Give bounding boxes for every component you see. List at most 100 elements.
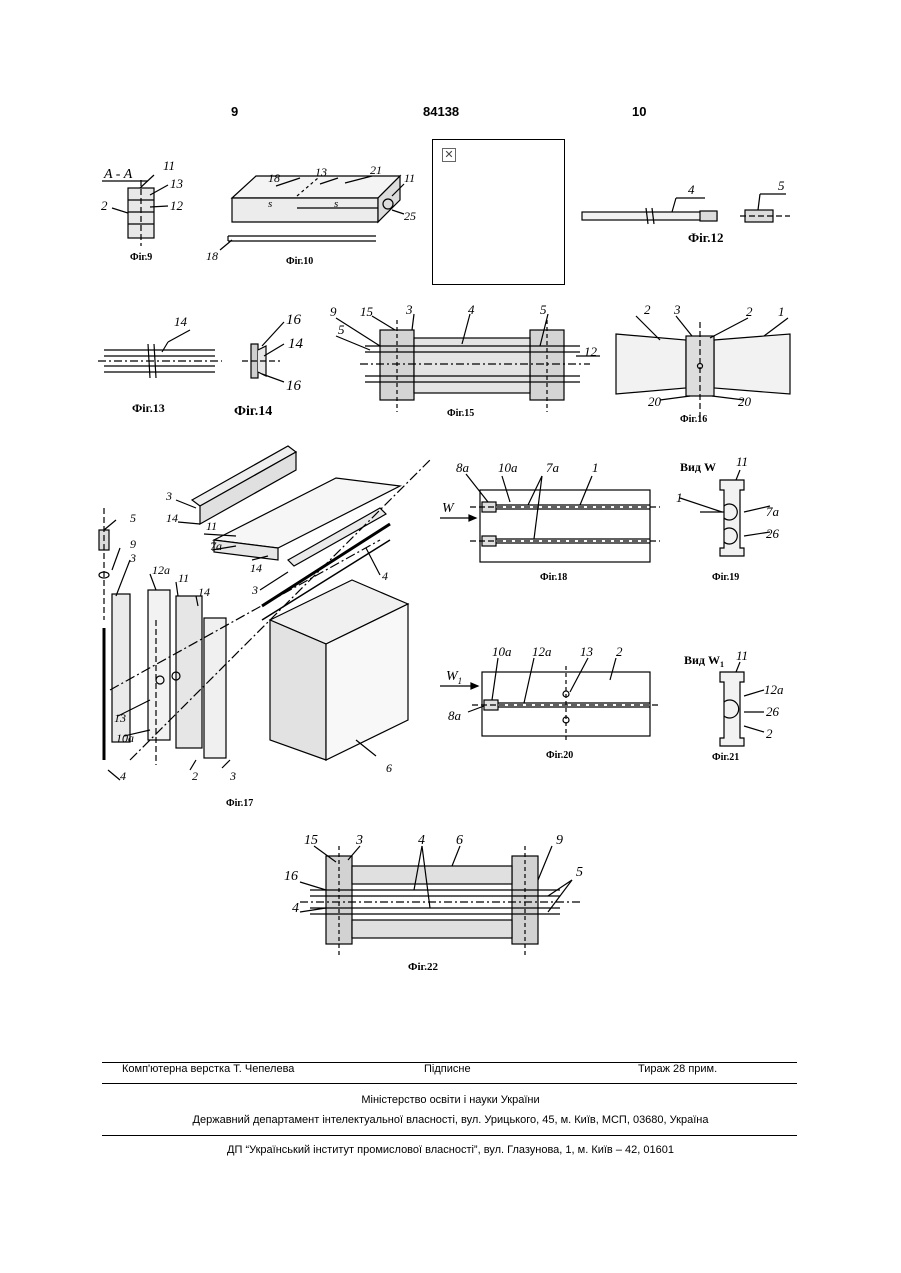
footer-rule-middle	[102, 1083, 797, 1084]
label-20-fig16-right: 20	[738, 394, 752, 409]
label-14-fig14: 14	[288, 336, 304, 352]
caption-fig-21: Фiг.21	[712, 752, 739, 763]
label-13-fig20: 13	[580, 644, 594, 659]
label-12: 12	[170, 198, 184, 213]
label-9-fig22: 9	[556, 833, 563, 848]
label-11-fig21: 11	[736, 648, 748, 663]
label-9-fig17: 9	[130, 537, 136, 551]
label-12a-fig17: 12a	[152, 563, 170, 577]
label-7a-fig19: 7a	[766, 504, 780, 519]
label-5-fig15-right: 5	[540, 302, 547, 317]
label-2-fig20: 2	[616, 644, 623, 659]
footer-circulation: Тираж 28 прим.	[638, 1063, 717, 1075]
dimension-s-1: s	[268, 198, 272, 210]
label-3-fig22: 3	[355, 833, 363, 848]
label-14-fig13: 14	[174, 314, 188, 329]
label-3-fig17-left: 3	[129, 551, 136, 565]
label-15-fig15: 15	[360, 304, 374, 319]
label-13: 13	[170, 176, 184, 191]
label-4-fig12: 4	[688, 182, 695, 197]
label-3-fig17-bottom: 3	[229, 769, 236, 783]
label-26-fig21: 26	[766, 704, 780, 719]
footer-ministry: Міністерство освіти і науки України	[0, 1094, 901, 1106]
label-1-fig19: 1	[676, 490, 683, 505]
label-3-fig17-top: 3	[165, 489, 172, 503]
label-12a-fig20: 12a	[532, 644, 552, 659]
label-2-fig16-right: 2	[746, 304, 753, 319]
footer-institute: ДП “Український інститут промислової вла…	[0, 1144, 901, 1156]
figure-13: 14 Фiг.13	[98, 314, 222, 415]
label-26-fig19: 26	[766, 526, 780, 541]
label-2: 2	[101, 198, 108, 213]
figure-17: 3 14 11 7a 14 3 4 5 9 3 12a 11 14 13 10a…	[99, 446, 430, 809]
view-w-title: Вид W	[680, 460, 716, 474]
view-arrow-w: W	[442, 501, 455, 516]
caption-fig-18: Фiг.18	[540, 572, 567, 583]
label-8a-fig20: 8a	[448, 708, 462, 723]
label-5-fig17: 5	[130, 511, 136, 525]
label-25: 25	[404, 209, 416, 223]
label-11-fig17-stack: 11	[178, 571, 189, 585]
figure-20: W1 10a 12a 13 2 8a Фiг.20	[440, 644, 660, 761]
caption-fig-15: Фiг.15	[447, 408, 474, 419]
label-7a-fig18: 7a	[546, 460, 560, 475]
label-18-bottom: 18	[206, 249, 218, 263]
label-11-fig19: 11	[736, 454, 748, 469]
label-13-fig17: 13	[114, 711, 126, 725]
label-1-fig18: 1	[592, 460, 599, 475]
label-20-fig16-left: 20	[648, 394, 662, 409]
label-11-fig17: 11	[206, 519, 217, 533]
label-11: 11	[163, 158, 175, 173]
footer-signed: Підписне	[424, 1063, 471, 1075]
label-4-fig17-right: 4	[382, 569, 388, 583]
section-label: A - A	[103, 167, 133, 182]
figure-10: 18 13 21 11 25 18 s s Фiг.10	[206, 163, 416, 267]
caption-fig-19: Фiг.19	[712, 572, 739, 583]
footer-department: Державний департамент інтелектуальної вл…	[0, 1114, 901, 1126]
caption-fig-16: Фiг.16	[680, 414, 707, 425]
label-3-fig16: 3	[673, 302, 681, 317]
caption-fig-10: Фiг.10	[286, 256, 313, 267]
dimension-s-2: s	[334, 198, 338, 210]
label-18-top: 18	[268, 171, 280, 185]
label-12a-fig21: 12a	[764, 682, 784, 697]
label-4-fig22-top: 4	[418, 833, 425, 848]
footer-rule-bottom	[102, 1135, 797, 1136]
label-6-fig17: 6	[386, 761, 392, 775]
caption-fig-14: Фiг.14	[234, 404, 272, 419]
view-w1-title: Вид W1	[684, 653, 724, 669]
label-16-top: 16	[286, 312, 302, 328]
view-arrow-w1-sub: 1	[458, 676, 463, 686]
label-5-fig15-left: 5	[338, 322, 345, 337]
label-1-fig16: 1	[778, 304, 785, 319]
label-4-fig22-left: 4	[292, 901, 299, 916]
figure-15: 9 15 3 4 5 5 12 Фiг.15	[330, 302, 600, 419]
label-21: 21	[370, 163, 382, 177]
label-2-fig16-left: 2	[644, 302, 651, 317]
footer-typesetting: Комп'ютерна верстка Т. Чепелева	[122, 1063, 294, 1075]
figure-18: W 8a 10a 7a 1 Фiг.18	[440, 460, 660, 583]
figure-21: Вид W1 11 12a 26 2 Фiг.21	[684, 648, 784, 763]
label-14-fig17-top: 14	[166, 511, 178, 525]
label-2-fig21: 2	[766, 726, 773, 741]
caption-fig-9: Фiг.9	[130, 252, 152, 263]
label-8a-fig18: 8a	[456, 460, 470, 475]
label-5-fig22: 5	[576, 865, 583, 880]
label-14-fig17-mid: 14	[250, 561, 262, 575]
label-6-fig22: 6	[456, 833, 463, 848]
label-9-fig15: 9	[330, 304, 337, 319]
caption-fig-13: Фiг.13	[132, 401, 165, 415]
figure-12: 4 5 Фiг.12	[582, 178, 790, 245]
caption-fig-17: Фiг.17	[226, 798, 253, 809]
label-13-fig10: 13	[315, 165, 327, 179]
view-w1-title-text: Вид W	[684, 653, 720, 667]
caption-fig-22: Фiг.22	[408, 961, 439, 973]
view-arrow-w1: W1	[446, 669, 462, 686]
label-10a-fig17: 10a	[116, 731, 134, 745]
label-10a-fig20: 10a	[492, 644, 512, 659]
caption-fig-20: Фiг.20	[546, 750, 573, 761]
label-12-fig15: 12	[584, 344, 598, 359]
figure-22: 15 3 4 6 9 16 4 5 Фiг.22	[284, 833, 583, 973]
caption-fig-12: Фiг.12	[688, 230, 723, 245]
label-7a-fig17: 7a	[210, 539, 222, 553]
